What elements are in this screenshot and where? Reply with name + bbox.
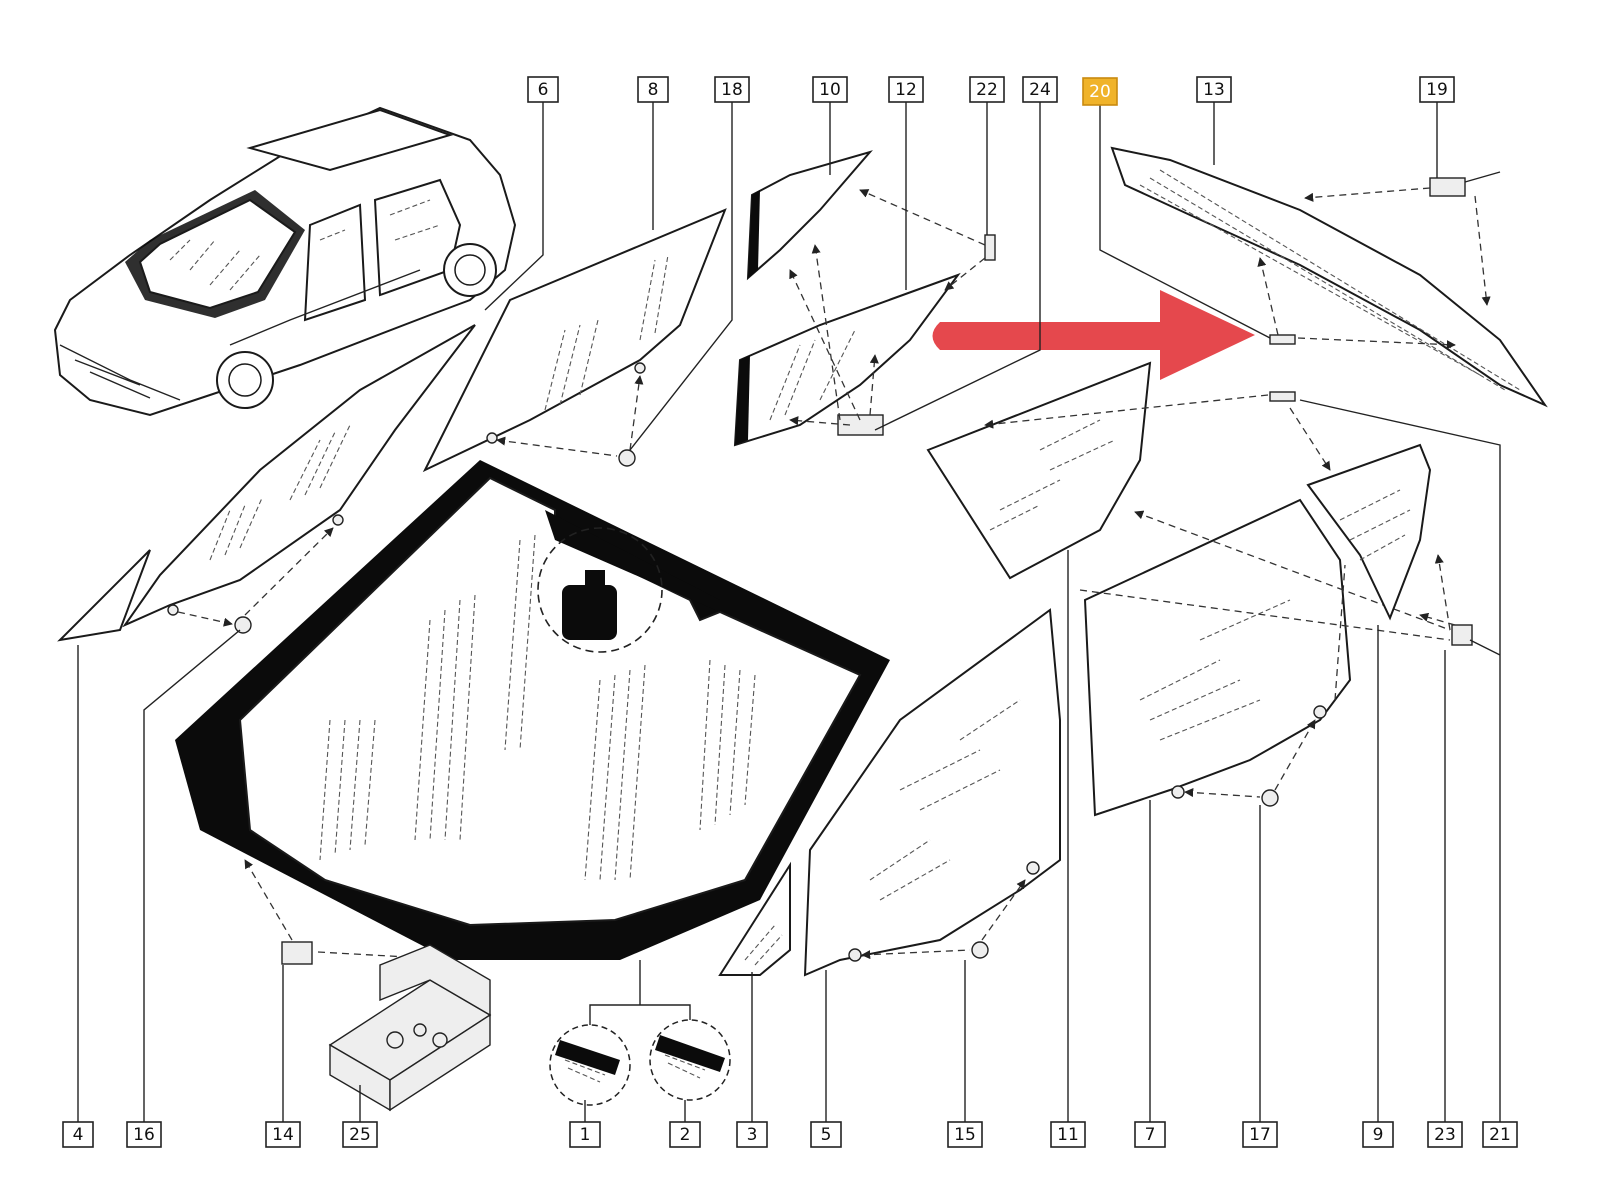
svg-text:24: 24 (1029, 80, 1051, 100)
svg-text:6: 6 (538, 80, 549, 100)
front-right-quarter-glass (718, 861, 791, 976)
adhesive-pad (244, 859, 426, 965)
svg-text:21: 21 (1489, 1125, 1511, 1145)
callout-label: 14 (265, 1121, 301, 1148)
front-left-door-glass (57, 324, 476, 642)
callout-label: 6 (527, 76, 559, 103)
svg-text:8: 8 (648, 80, 659, 100)
svg-text:20: 20 (1089, 82, 1111, 102)
rear-left-door-glass (422, 208, 727, 473)
rear-right-door-glass (1079, 498, 1451, 817)
seal-detail-2 (649, 1019, 731, 1101)
front-right-door-glass (803, 608, 1061, 977)
leader-lines (77, 102, 1501, 1122)
svg-text:12: 12 (895, 80, 917, 100)
callout-label: 13 (1196, 76, 1232, 103)
callout-label: 12 (888, 76, 924, 103)
svg-text:17: 17 (1249, 1125, 1271, 1145)
callout-label: 25 (342, 1121, 378, 1148)
quarter-glass-10 (746, 150, 873, 281)
svg-text:13: 13 (1203, 80, 1225, 100)
callout-label: 23 (1427, 1121, 1463, 1148)
callout-label-highlighted: 20 (1082, 77, 1118, 106)
callout-label: 21 (1482, 1121, 1518, 1148)
svg-text:14: 14 (272, 1125, 294, 1145)
svg-text:3: 3 (747, 1125, 758, 1145)
svg-text:4: 4 (73, 1125, 84, 1145)
svg-text:10: 10 (819, 80, 841, 100)
callout-label: 24 (1022, 76, 1058, 103)
top-labels: 6 8 18 10 12 22 24 20 13 19 (527, 76, 1455, 106)
svg-text:23: 23 (1434, 1125, 1456, 1145)
rear-right-fixed-glass (1289, 407, 1501, 656)
callout-label: 9 (1362, 1121, 1394, 1148)
callout-label: 17 (1242, 1121, 1278, 1148)
callout-label: 1 (569, 1121, 601, 1148)
callout-label: 2 (669, 1121, 701, 1148)
rear-screen (1110, 146, 1548, 408)
seal-detail-1 (549, 1024, 631, 1106)
repair-kit-box (328, 944, 492, 1112)
callout-label: 16 (126, 1121, 162, 1148)
svg-text:15: 15 (954, 1125, 976, 1145)
svg-text:5: 5 (821, 1125, 832, 1145)
svg-text:9: 9 (1373, 1125, 1384, 1145)
callout-label: 19 (1419, 76, 1455, 103)
svg-text:1: 1 (580, 1125, 591, 1145)
quarter-glass-12 (733, 189, 996, 447)
car-illustration (53, 106, 517, 417)
svg-text:19: 19 (1426, 80, 1448, 100)
svg-text:22: 22 (976, 80, 998, 100)
callout-label: 3 (736, 1121, 768, 1148)
callout-label: 7 (1134, 1121, 1166, 1148)
svg-text:7: 7 (1145, 1125, 1156, 1145)
bottom-labels: 4 16 14 25 1 2 3 5 15 11 7 17 9 23 21 (62, 1121, 1518, 1148)
svg-text:2: 2 (680, 1125, 691, 1145)
callout-label: 15 (947, 1121, 983, 1148)
callout-label: 10 (812, 76, 848, 103)
callout-label: 8 (637, 76, 669, 103)
rear-right-quarter-glass (926, 361, 1269, 580)
callout-label: 11 (1050, 1121, 1086, 1148)
svg-text:16: 16 (133, 1125, 155, 1145)
callout-label: 18 (714, 76, 750, 103)
svg-text:11: 11 (1057, 1125, 1079, 1145)
windscreen (175, 460, 890, 960)
callout-arrow (932, 290, 1255, 380)
svg-text:18: 18 (721, 80, 743, 100)
callout-label: 22 (969, 76, 1005, 103)
callout-label: 5 (810, 1121, 842, 1148)
svg-text:25: 25 (349, 1125, 371, 1145)
callout-label: 4 (62, 1121, 94, 1148)
